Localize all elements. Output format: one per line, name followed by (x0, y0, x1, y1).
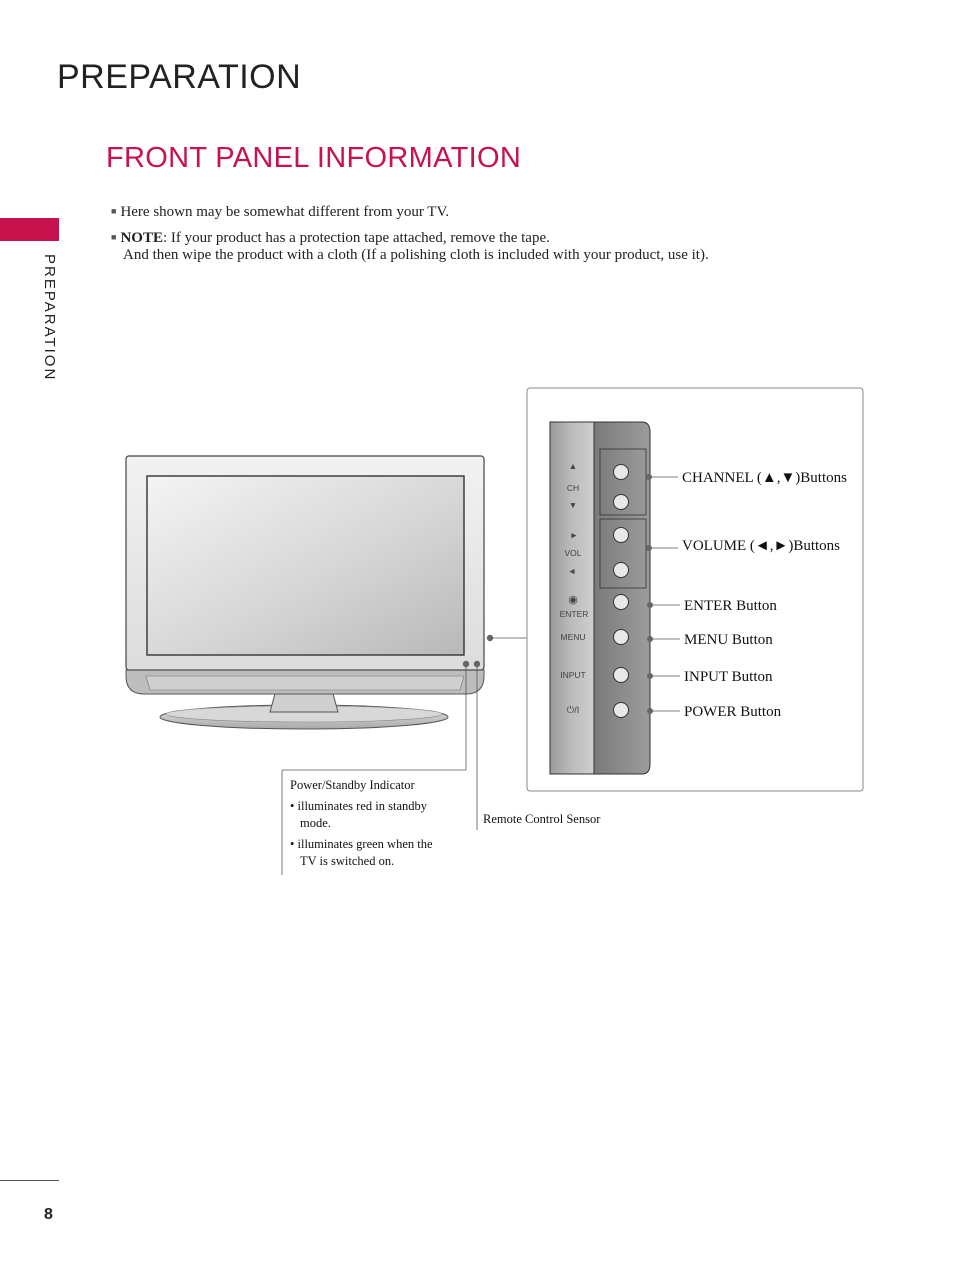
callout-menu-button: MENU Button (684, 632, 773, 648)
indicator-title: Power/Standby Indicator (290, 778, 415, 792)
enter-button[interactable] (613, 594, 629, 610)
notes-block: ■Here shown may be somewhat different fr… (111, 203, 891, 272)
indicator-bullet-1-cont: mode. (300, 816, 331, 830)
power-button[interactable] (613, 702, 629, 718)
footer-rule (0, 1180, 59, 1181)
callout-volume-buttons: VOLUME (◄,►)Buttons (682, 538, 840, 554)
enter-symbol-icon: ◉ (568, 594, 578, 606)
indicator-bullet-2: • illuminates green when the (290, 837, 433, 851)
vol-right-arrow-icon: ► (570, 530, 578, 540)
panel-label-menu: MENU (560, 632, 585, 642)
power-standby-indicator-icon (462, 660, 470, 668)
note-label: NOTE (120, 230, 163, 246)
callout-input-button: INPUT Button (684, 669, 773, 685)
panel-label-enter: ENTER (560, 609, 589, 619)
panel-label-input: INPUT (560, 670, 586, 680)
note-item: ■NOTE: If your product has a protection … (111, 229, 891, 264)
note-item: ■Here shown may be somewhat different fr… (111, 203, 891, 221)
section-title: FRONT PANEL INFORMATION (106, 142, 522, 174)
tv-illustration (125, 455, 494, 730)
volume-right-button[interactable] (613, 527, 629, 543)
callout-channel-buttons: CHANNEL (▲,▼)Buttons (682, 470, 847, 486)
page-header-title: PREPARATION (57, 58, 302, 96)
input-button[interactable] (613, 667, 629, 683)
note-text: : If your product has a protection tape … (162, 230, 550, 246)
vol-left-arrow-icon: ◄ (568, 566, 576, 576)
panel-label-vol: VOL (564, 548, 581, 558)
callout-power-button: POWER Button (684, 704, 782, 720)
power-symbol-icon: ⏻/I (567, 705, 580, 716)
tv-leader-lines (281, 637, 550, 875)
side-section-label: PREPARATION (41, 254, 58, 382)
indicator-bullet-1: • illuminates red in standby (290, 799, 428, 813)
volume-left-button[interactable] (613, 562, 629, 578)
square-bullet-icon: ■ (111, 206, 117, 216)
channel-up-button[interactable] (613, 464, 629, 480)
note-text: Here shown may be somewhat different fro… (120, 204, 450, 220)
indicator-bullet-2-cont: TV is switched on. (300, 854, 394, 868)
ch-down-arrow-icon: ▼ (569, 500, 577, 510)
menu-button[interactable] (613, 629, 629, 645)
panel-leader-lines (649, 476, 680, 712)
note-continuation: And then wipe the product with a cloth (… (123, 247, 709, 263)
channel-down-button[interactable] (613, 494, 629, 510)
side-panel-front (549, 421, 595, 775)
channel-button-group (599, 448, 647, 516)
square-bullet-icon: ■ (111, 232, 117, 242)
page-number: 8 (44, 1206, 53, 1223)
remote-sensor-icon (473, 660, 481, 668)
side-tab-marker (0, 218, 59, 241)
tv-screen (146, 475, 465, 656)
ch-up-arrow-icon: ▲ (569, 461, 577, 471)
callout-enter-button: ENTER Button (684, 598, 777, 614)
volume-button-group (599, 518, 647, 589)
panel-label-ch: CH (567, 483, 579, 493)
callout-remote-control-sensor: Remote Control Sensor (483, 812, 601, 826)
